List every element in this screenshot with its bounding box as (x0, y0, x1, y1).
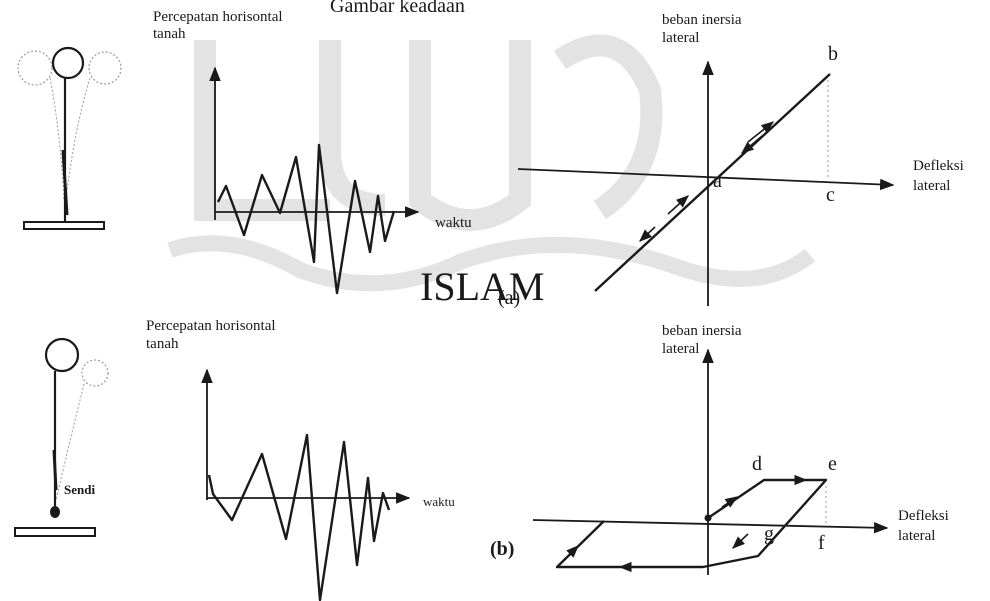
load-label-a-1: beban inersia (662, 12, 742, 28)
header-fragment: Gambar keadaan (330, 0, 465, 17)
accel-label-b-2: tanah (146, 336, 179, 352)
point-g: g (764, 523, 774, 545)
hinge-label: Sendi (64, 482, 95, 497)
deflection-label-a-2: lateral (913, 178, 950, 194)
accel-chart-a: waktu Percepatan horisontal tanah (153, 9, 472, 295)
deflection-label-a-1: Defleksi (913, 158, 964, 174)
point-a: a (713, 170, 722, 192)
accel-label-b-1: Percepatan horisontal (146, 318, 276, 334)
deflection-label-b-1: Defleksi (898, 508, 949, 524)
time-label-b: waktu (423, 494, 455, 509)
point-c: c (826, 184, 835, 206)
accel-label-a-2: tanah (153, 26, 186, 42)
hinge-icon (50, 506, 60, 518)
elastic-column-illustration (17, 46, 122, 230)
caption-a: (a) (498, 287, 520, 309)
load-label-b-1: beban inersia (662, 323, 742, 339)
load-label-b-2: lateral (662, 341, 699, 357)
hinged-column-illustration: Sendi (14, 337, 109, 537)
deflection-label-b-2: lateral (898, 528, 935, 544)
accel-label-a-1: Percepatan horisontal (153, 9, 283, 25)
watermark-text: ISLAM (420, 264, 544, 309)
caption-b: (b) (490, 538, 514, 560)
load-deflection-b: d e f g beban inersia lateral Defleksi l… (532, 323, 949, 575)
time-label-a: waktu (435, 215, 472, 231)
accel-waveform-a (216, 143, 396, 295)
panel-a: waktu Percepatan horisontal tanah a b c … (17, 9, 964, 309)
watermark-logo: ISLAM (167, 34, 815, 309)
point-b: b (828, 43, 838, 65)
point-e: e (828, 453, 837, 475)
accel-waveform-b (207, 433, 391, 601)
load-deflection-a: a b c beban inersia lateral Defleksi lat… (517, 12, 964, 306)
point-f: f (818, 532, 825, 554)
point-d: d (752, 453, 762, 475)
hysteresis-loop (555, 478, 828, 569)
panel-b: Sendi waktu Percepatan horisontal tanah … (14, 318, 949, 601)
accel-chart-b: waktu Percepatan horisontal tanah (146, 318, 455, 601)
load-label-a-2: lateral (662, 30, 699, 46)
